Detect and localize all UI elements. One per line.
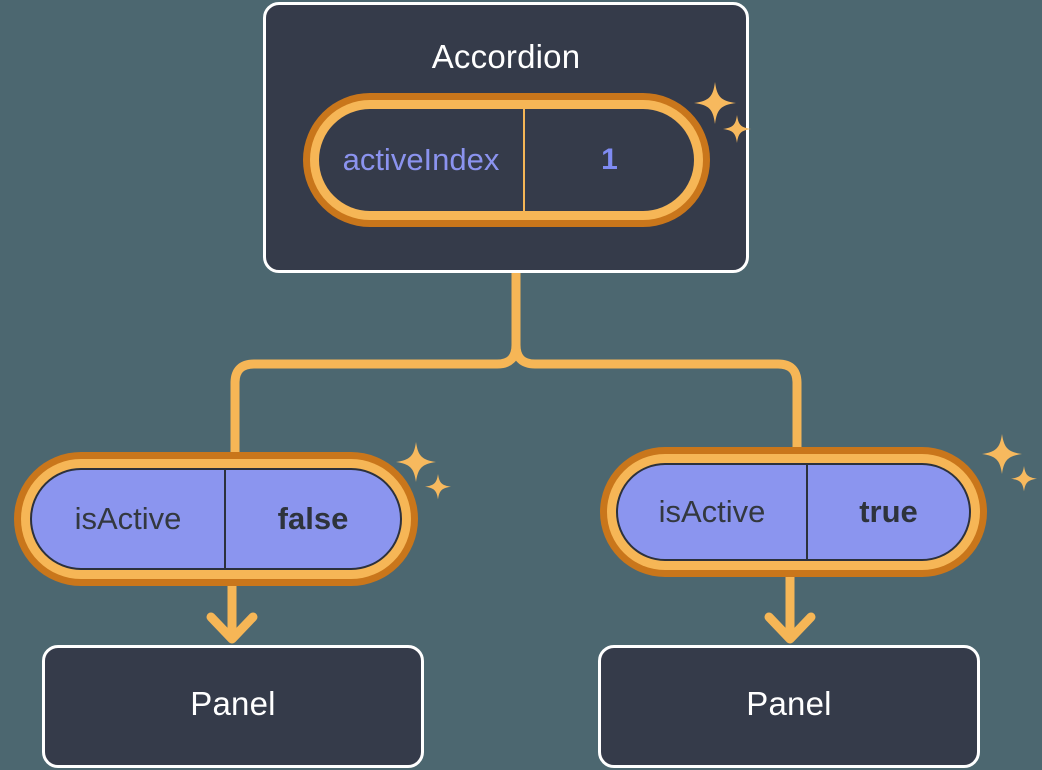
- pill-body: isActive false: [30, 468, 402, 570]
- component-box-panel-right[interactable]: Panel: [598, 645, 980, 768]
- pill-ring-inner: activeIndex 1: [310, 100, 703, 220]
- sparkle-right-pill-icon: [980, 432, 1038, 500]
- prop-pill-key-is-active-right: isActive: [618, 465, 808, 559]
- connector-branch-right: [511, 340, 802, 452]
- state-pill-value-active-index: 1: [601, 143, 618, 176]
- prop-pill-value-is-active-right: true: [859, 494, 918, 529]
- prop-pill-is-active-false[interactable]: isActive false: [14, 452, 418, 586]
- sparkle-small-icon: [1011, 466, 1037, 492]
- pill-body: isActive true: [616, 463, 971, 561]
- component-title-panel-left: Panel: [190, 685, 276, 722]
- pill-ring-inner: isActive true: [607, 454, 980, 570]
- state-pill-key-active-index: activeIndex: [319, 109, 525, 211]
- pill-body: activeIndex 1: [319, 109, 694, 211]
- prop-pill-is-active-true[interactable]: isActive true: [600, 447, 987, 577]
- component-title-panel-right: Panel: [746, 685, 832, 722]
- prop-pill-key-is-active-left: isActive: [32, 470, 226, 568]
- sparkle-large-icon: [982, 434, 1022, 474]
- pill-ring-inner: isActive false: [21, 459, 411, 579]
- component-box-panel-left[interactable]: Panel: [42, 645, 424, 768]
- sparkle-small-icon: [425, 474, 451, 500]
- component-title-accordion: Accordion: [431, 38, 581, 75]
- arrow-head-right-icon: [764, 612, 816, 644]
- arrow-head-left-icon: [206, 612, 258, 644]
- state-pill-active-index[interactable]: activeIndex 1: [303, 93, 710, 227]
- prop-pill-value-is-active-left: false: [277, 501, 349, 536]
- connector-branch-left: [230, 340, 521, 457]
